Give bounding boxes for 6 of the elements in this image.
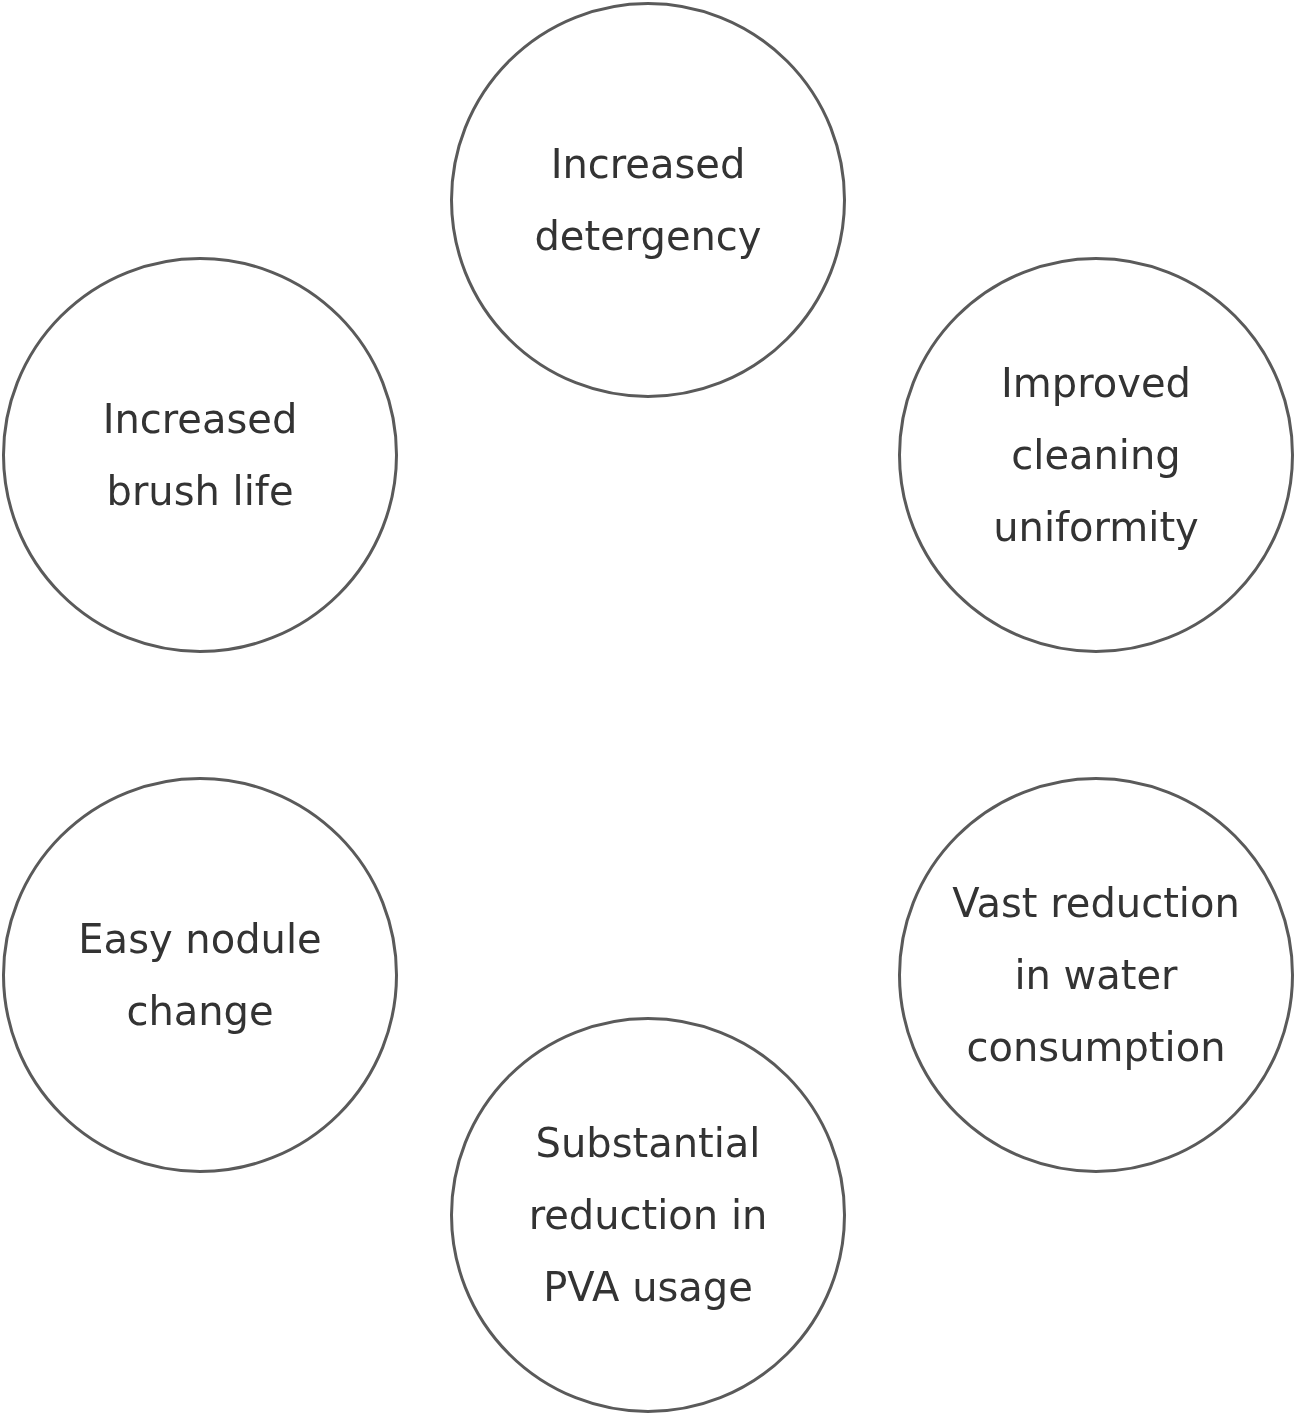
node-label: Increased brush life (101, 395, 299, 516)
node-label: Vast reduction in water consumption (951, 879, 1241, 1072)
node-label: Improved cleaning uniformity (992, 359, 1200, 552)
node-label: Substantial reduction in PVA usage (527, 1119, 769, 1312)
node-label: Increased detergency (533, 140, 763, 261)
node-label: Easy nodule change (77, 915, 323, 1036)
